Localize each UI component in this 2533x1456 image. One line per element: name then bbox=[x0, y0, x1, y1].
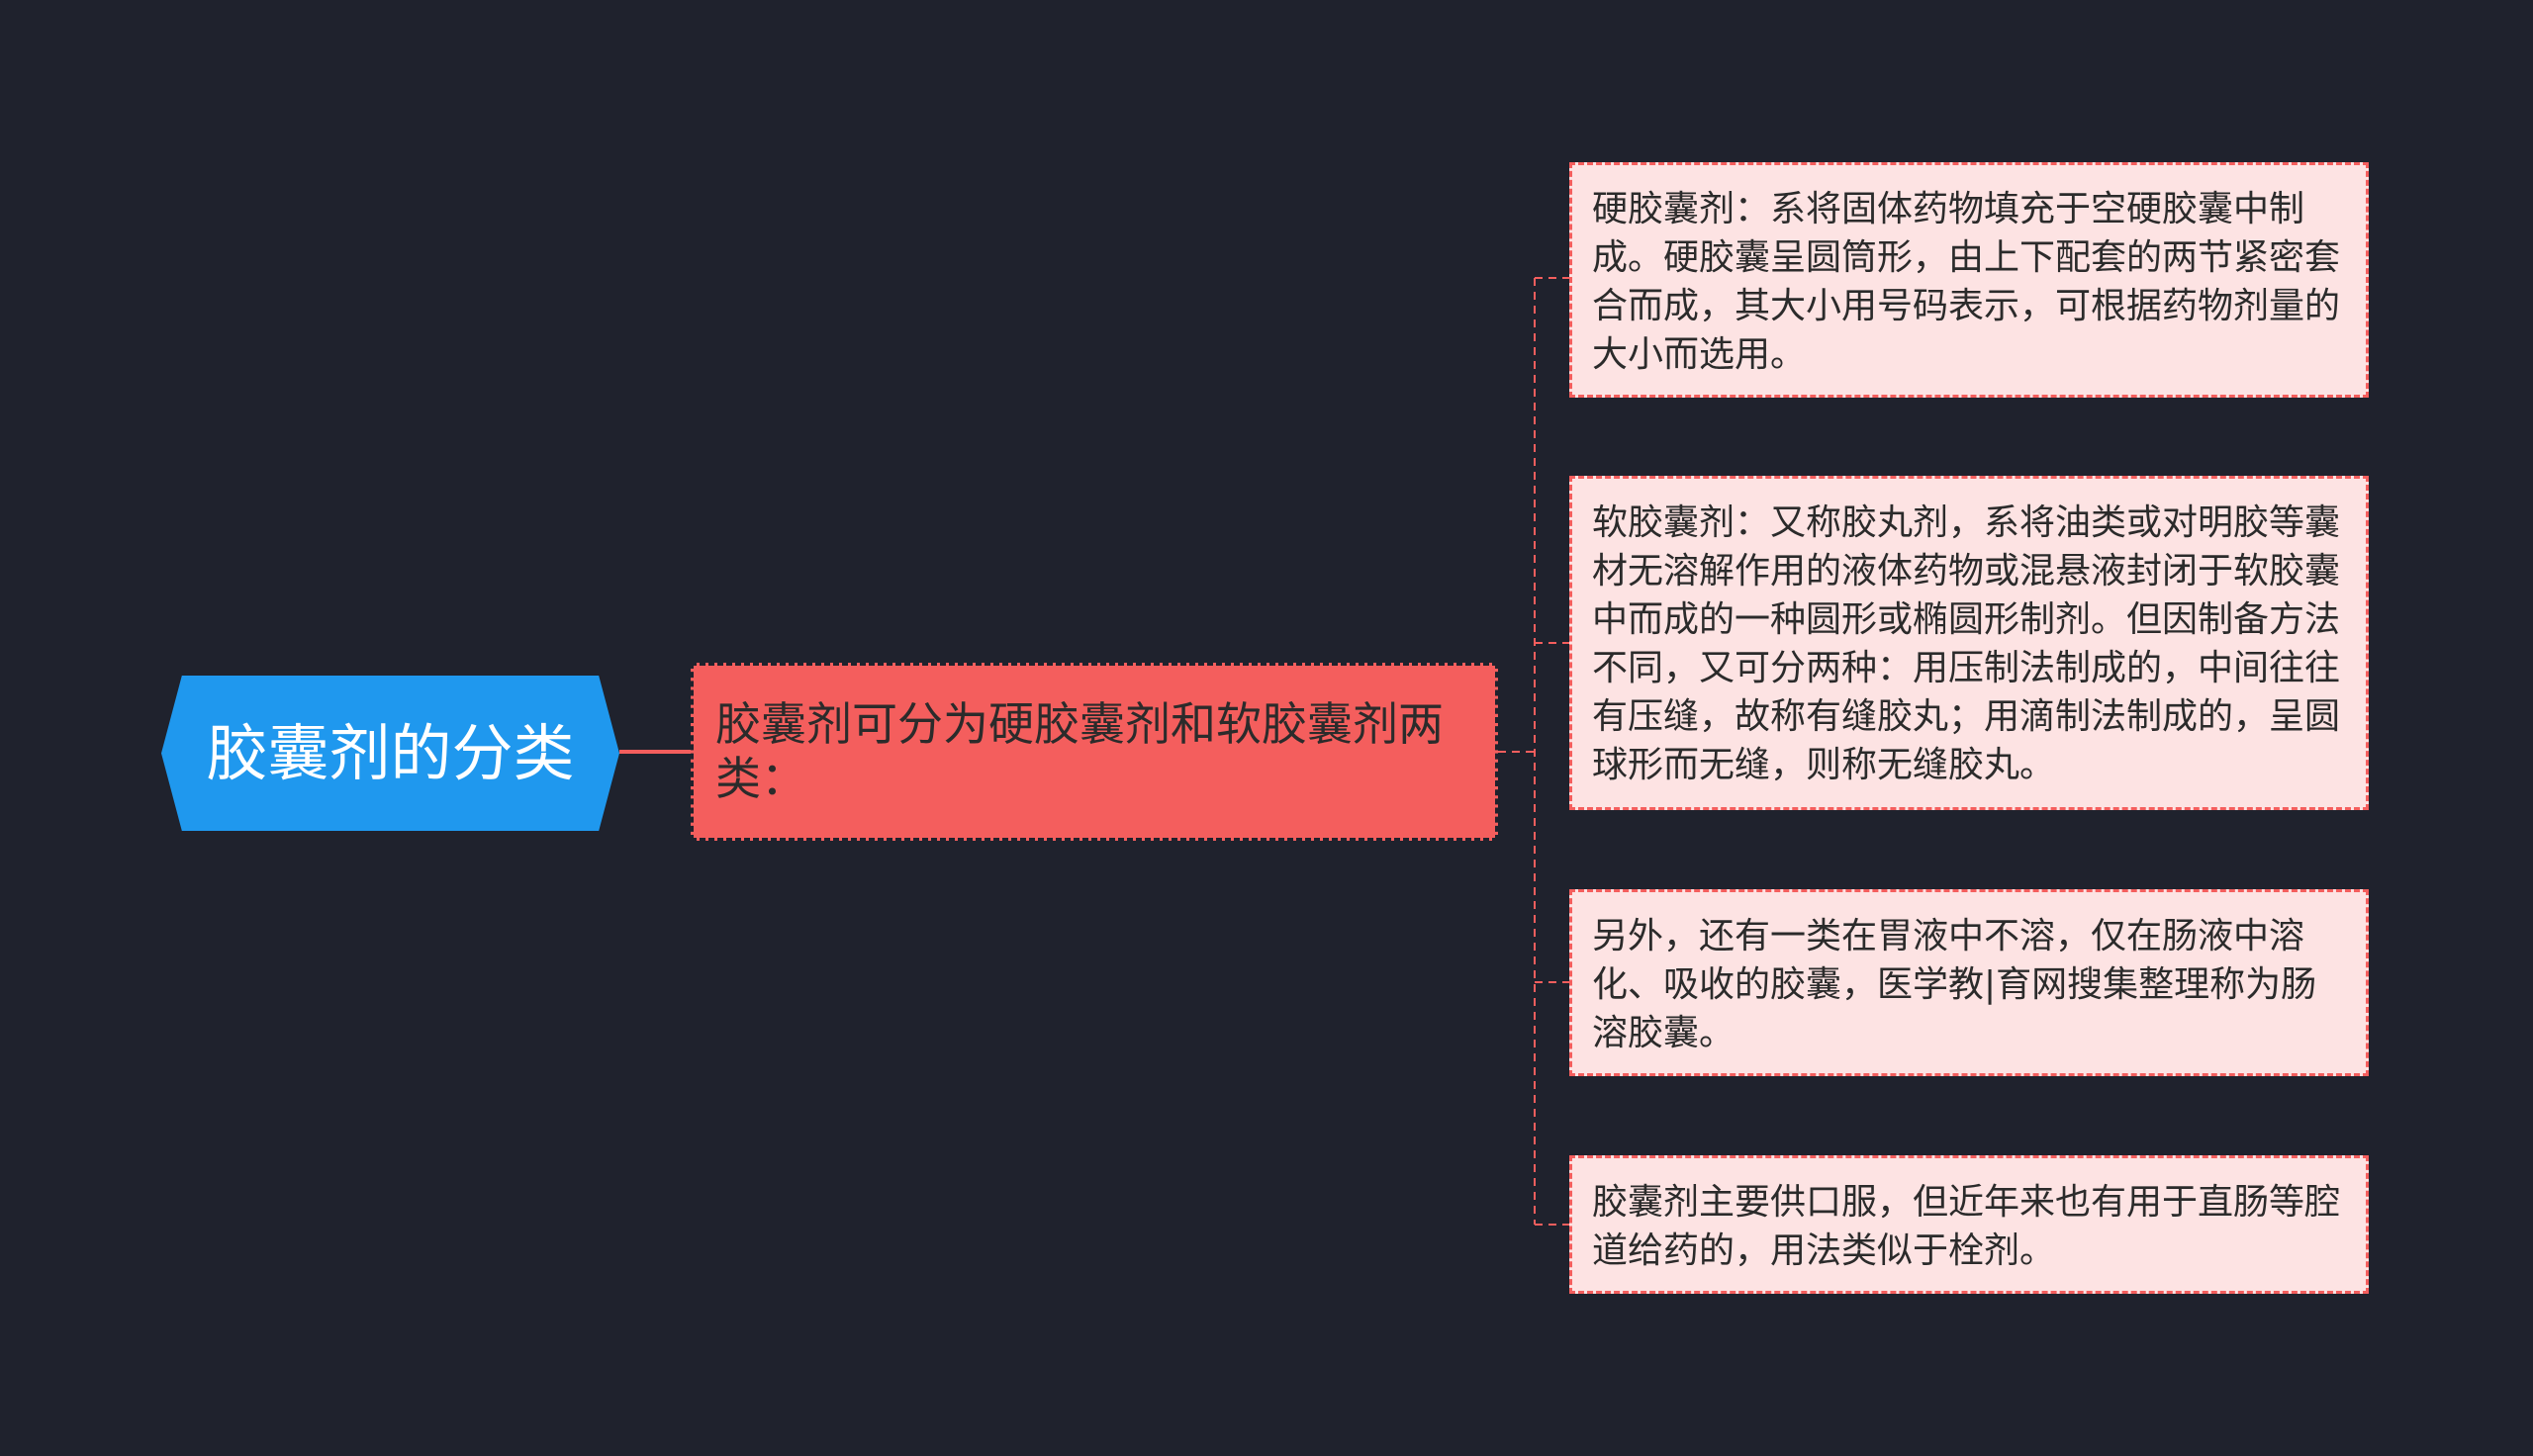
main-topic-node[interactable]: 胶囊剂可分为硬胶囊剂和软胶囊剂两类： bbox=[691, 663, 1498, 841]
leaf-node-hard-capsule[interactable]: 硬胶囊剂：系将固体药物填充于空硬胶囊中制成。硬胶囊呈圆筒形，由上下配套的两节紧密… bbox=[1569, 162, 2369, 398]
leaf-node-text: 另外，还有一类在胃液中不溶，仅在肠液中溶化、吸收的胶囊，医学教|育网搜集整理称为… bbox=[1592, 916, 2317, 1053]
leaf-node-enteric-capsule[interactable]: 另外，还有一类在胃液中不溶，仅在肠液中溶化、吸收的胶囊，医学教|育网搜集整理称为… bbox=[1569, 889, 2369, 1076]
leaf-node-text: 硬胶囊剂：系将固体药物填充于空硬胶囊中制成。硬胶囊呈圆筒形，由上下配套的两节紧密… bbox=[1592, 189, 2341, 375]
leaf-node-usage[interactable]: 胶囊剂主要供口服，但近年来也有用于直肠等腔道给药的，用法类似于栓剂。 bbox=[1569, 1155, 2369, 1294]
root-node-label: 胶囊剂的分类 bbox=[206, 716, 575, 789]
main-topic-label: 胶囊剂可分为硬胶囊剂和软胶囊剂两类： bbox=[715, 696, 1444, 805]
leaf-node-text: 胶囊剂主要供口服，但近年来也有用于直肠等腔道给药的，用法类似于栓剂。 bbox=[1592, 1182, 2341, 1271]
leaf-node-text: 软胶囊剂：又称胶丸剂，系将油类或对明胶等囊材无溶解作用的液体药物或混悬液封闭于软… bbox=[1592, 502, 2341, 785]
leaf-node-soft-capsule[interactable]: 软胶囊剂：又称胶丸剂，系将油类或对明胶等囊材无溶解作用的液体药物或混悬液封闭于软… bbox=[1569, 476, 2369, 810]
root-node[interactable]: 胶囊剂的分类 bbox=[161, 676, 619, 831]
